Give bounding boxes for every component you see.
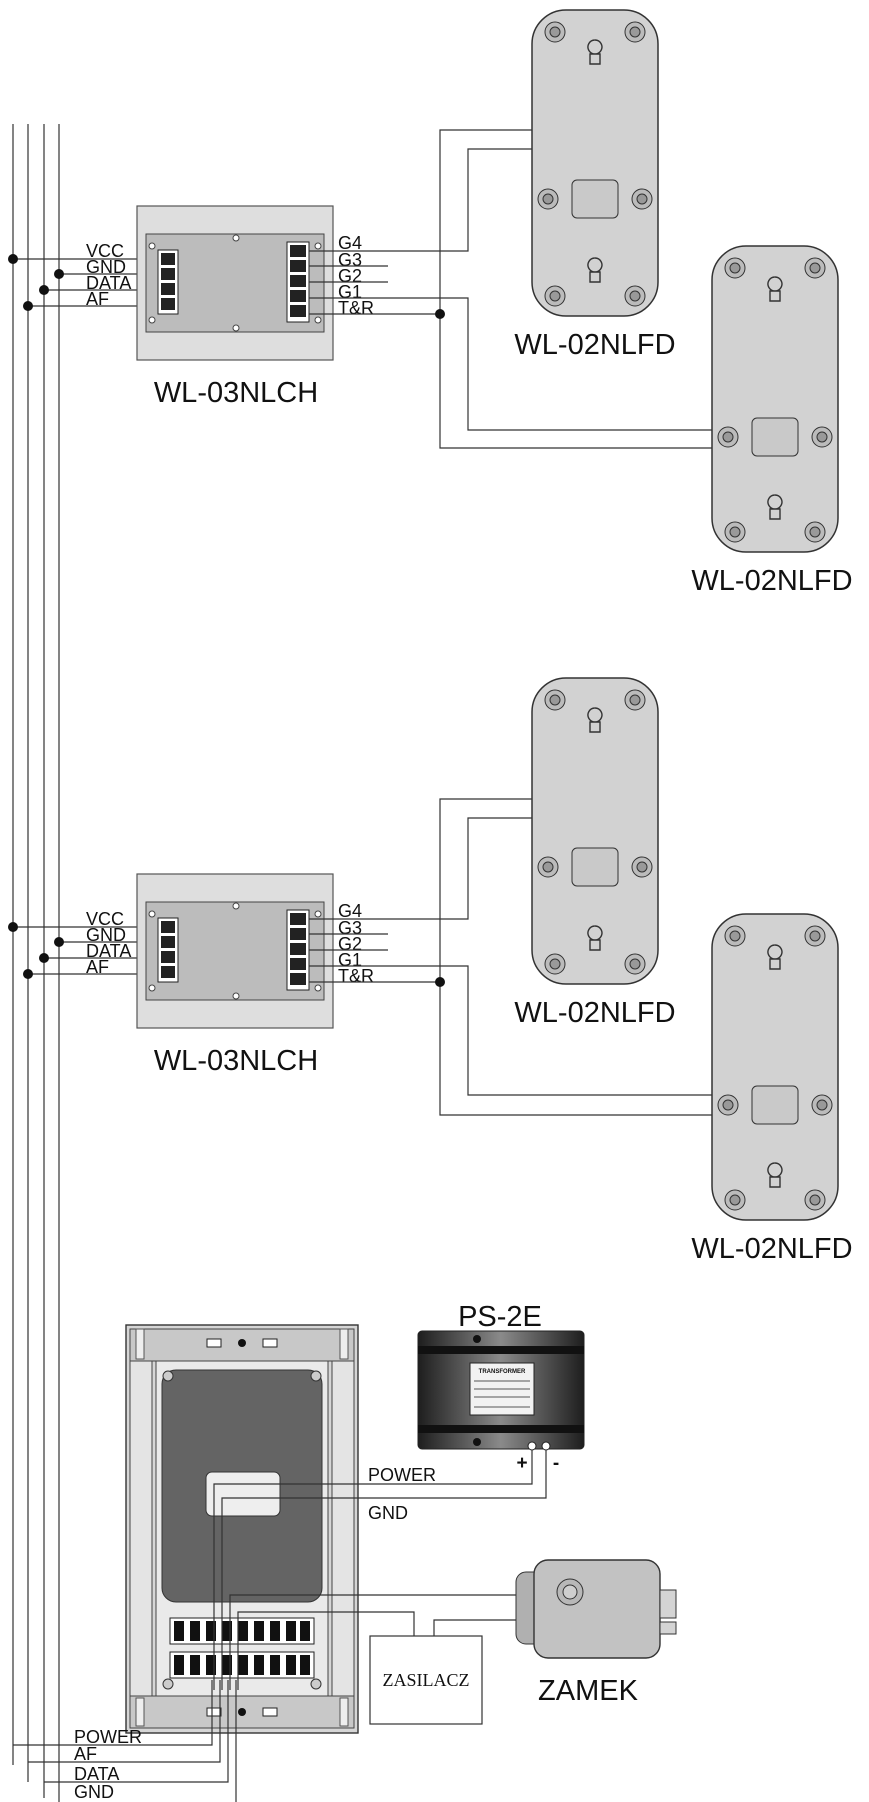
minus-terminal: - [553, 1453, 559, 1474]
bus-label-af-2: AF [86, 957, 109, 977]
junction-2-name: WL-03NLCH [154, 1045, 318, 1077]
bus-label-af: AF [86, 289, 109, 309]
output-label-g3-2: G3 [338, 918, 362, 938]
bus-label-data-bottom: DATA [74, 1764, 119, 1784]
power-supply: PS-2E TRANSFORMER + - [417, 1301, 585, 1474]
power-wire-label: POWER [368, 1465, 436, 1485]
junction-1-name: WL-03NLCH [154, 377, 318, 409]
bus-label-gnd-bottom: GND [74, 1782, 114, 1802]
bus-label-power-bottom: POWER [74, 1727, 142, 1747]
output-label-g1-2: G1 [338, 950, 362, 970]
monitor-1b: WL-02NLFD [691, 245, 853, 597]
output-label-g4: G4 [338, 233, 362, 253]
monitor-2a: WL-02NLFD [514, 677, 676, 1029]
lock-name: ZAMEK [538, 1675, 639, 1707]
junction-box-2: VCC GND DATA AF G4 G3 G2 G1 T&R WL-03NLC… [8, 873, 388, 1077]
main-bus-wires [12, 124, 60, 1802]
output-label-g2: G2 [338, 266, 362, 286]
monitor-1a: WL-02NLFD [514, 9, 676, 361]
bus-label-data-2: DATA [86, 941, 131, 961]
monitor-wires-1 [388, 129, 712, 449]
bus-label-vcc-2: VCC [86, 909, 124, 929]
output-label-tr: T&R [338, 298, 374, 318]
bus-label-gnd: GND [86, 257, 126, 277]
output-label-g4-2: G4 [338, 901, 362, 921]
monitor-wires-2 [388, 798, 712, 1116]
output-label-g3: G3 [338, 250, 362, 270]
plate-title: TRANSFORMER [479, 1369, 526, 1375]
bus-label-gnd-2: GND [86, 925, 126, 945]
bus-label-af-bottom: AF [74, 1744, 97, 1764]
output-label-g2-2: G2 [338, 934, 362, 954]
monitor-1a-name: WL-02NLFD [514, 329, 675, 361]
lock-power-label: ZASILACZ [383, 1670, 470, 1690]
door-station [125, 1324, 359, 1734]
power-supply-name: PS-2E [458, 1301, 542, 1333]
lock-power-box: ZASILACZ [369, 1635, 483, 1725]
bus-label-vcc: VCC [86, 241, 124, 261]
output-label-tr-2: T&R [338, 966, 374, 986]
monitor-2b: WL-02NLFD [691, 913, 853, 1265]
monitor-1b-name: WL-02NLFD [691, 565, 852, 597]
bus-label-data: DATA [86, 273, 131, 293]
door-station-bus: POWER AF DATA GND [13, 1680, 237, 1802]
junction-box-1: VCC GND DATA AF G4 G3 G2 G1 T&R [8, 205, 388, 409]
lock-wires [229, 1594, 540, 1690]
gnd-wire-label: GND [368, 1503, 408, 1523]
door-station-terminals [169, 1617, 315, 1679]
monitor-2a-name: WL-02NLFD [514, 997, 675, 1029]
power-wires: POWER GND [213, 1450, 547, 1690]
door-lock: ZAMEK [515, 1559, 677, 1707]
output-label-g1: G1 [338, 282, 362, 302]
monitor-2b-name: WL-02NLFD [691, 1233, 852, 1265]
plus-terminal: + [516, 1453, 527, 1474]
